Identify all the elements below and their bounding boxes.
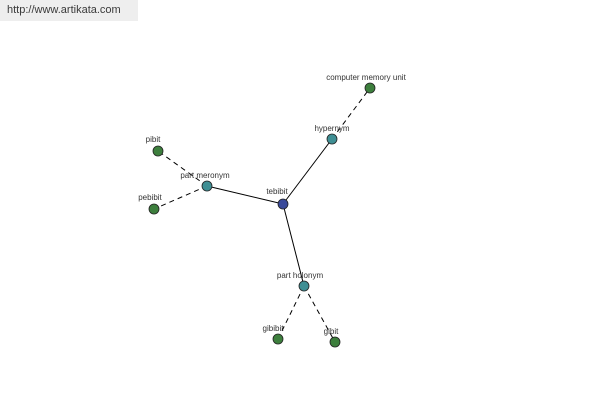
node-hypernym[interactable] xyxy=(326,133,338,145)
graph-labels: tebibit hypernym part meronym part holon… xyxy=(138,73,406,336)
edge-part-meronym-pebibit xyxy=(153,185,208,210)
node-part-holonym[interactable] xyxy=(298,280,310,292)
edge-part-holonym-gibit xyxy=(303,285,336,343)
edge-part-holonym-gibibit xyxy=(277,285,305,340)
graph-nodes xyxy=(148,82,376,348)
label-pibit: pibit xyxy=(146,135,161,144)
site-url-link[interactable]: http://www.artikata.com xyxy=(7,4,121,16)
node-computer-memory-unit[interactable] xyxy=(364,82,376,94)
label-computer-memory-unit: computer memory unit xyxy=(326,73,406,82)
label-gibibit: gibibit xyxy=(263,324,285,333)
node-part-meronym[interactable] xyxy=(201,180,213,192)
label-part-holonym: part holonym xyxy=(277,271,324,280)
node-gibit[interactable] xyxy=(329,336,341,348)
label-gibit: gibit xyxy=(324,327,339,336)
edge-center-part-holonym xyxy=(282,203,305,287)
label-tebibit: tebibit xyxy=(266,187,288,196)
graph-edges xyxy=(153,87,371,343)
label-part-meronym: part meronym xyxy=(180,171,230,180)
node-tebibit[interactable] xyxy=(277,198,289,210)
label-hypernym: hypernym xyxy=(314,124,349,133)
label-pebibit: pebibit xyxy=(138,193,162,202)
node-gibibit[interactable] xyxy=(272,333,284,345)
edge-hypernym-computer-memory-unit xyxy=(331,87,371,140)
node-pibit[interactable] xyxy=(152,145,164,157)
site-banner: http://www.artikata.com xyxy=(0,0,138,21)
edge-part-meronym-pibit xyxy=(157,150,208,187)
edge-center-part-meronym xyxy=(206,185,284,205)
node-pebibit[interactable] xyxy=(148,203,160,215)
edge-center-hypernym xyxy=(282,138,333,205)
